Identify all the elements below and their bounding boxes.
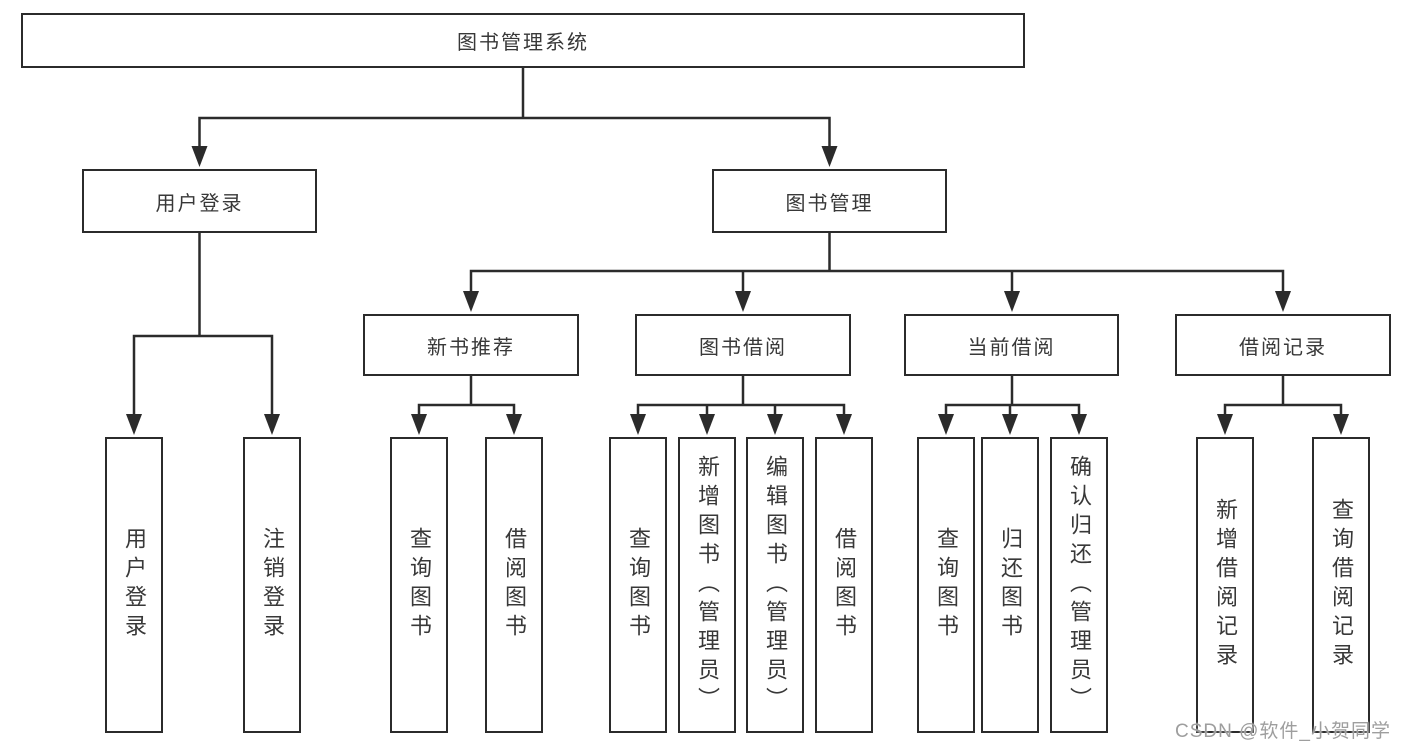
node-new-book-recommend: 新书推荐 [363, 314, 579, 376]
node-book-borrowing: 图书借阅 [635, 314, 851, 376]
leaf-user-login: 用户登录 [105, 437, 163, 733]
node-current-borrowing-label: 当前借阅 [967, 336, 1056, 359]
leaf-borrow-borrow-books-label: 借阅图书 [832, 527, 857, 643]
leaf-record-add-borrow-record-label: 新增借阅记录 [1213, 498, 1238, 672]
leaf-current-confirm-return-admin: 确认归还（管理员） [1050, 437, 1108, 733]
leaf-recommend-borrow-books: 借阅图书 [485, 437, 543, 733]
node-root-system-label: 图书管理系统 [457, 32, 589, 54]
leaf-record-add-borrow-record: 新增借阅记录 [1196, 437, 1254, 733]
leaf-record-query-borrow-record: 查询借阅记录 [1312, 437, 1370, 733]
node-book-borrowing-label: 图书借阅 [699, 336, 787, 359]
node-root-system: 图书管理系统 [21, 13, 1025, 68]
node-new-book-recommend-label: 新书推荐 [427, 336, 515, 359]
node-borrowing-records-label: 借阅记录 [1239, 336, 1327, 359]
leaf-logout: 注销登录 [243, 437, 301, 733]
leaf-recommend-query-books-label: 查询图书 [407, 527, 432, 643]
leaf-logout-label: 注销登录 [260, 527, 285, 643]
leaf-record-query-borrow-record-label: 查询借阅记录 [1329, 498, 1354, 672]
leaf-recommend-query-books: 查询图书 [390, 437, 448, 733]
leaf-borrow-edit-books-admin: 编辑图书（管理员） [746, 437, 804, 733]
leaf-borrow-edit-books-admin-label: 编辑图书（管理员） [763, 454, 788, 716]
node-book-management: 图书管理 [712, 169, 947, 233]
leaf-borrow-add-books-admin-label: 新增图书（管理员） [695, 454, 720, 716]
leaf-borrow-add-books-admin: 新增图书（管理员） [678, 437, 736, 733]
node-user-login-label: 用户登录 [155, 192, 244, 215]
leaf-current-query-books: 查询图书 [917, 437, 975, 733]
leaf-borrow-borrow-books: 借阅图书 [815, 437, 873, 733]
leaf-current-return-books-label: 归还图书 [998, 527, 1023, 643]
leaf-borrow-query-books-label: 查询图书 [626, 527, 651, 643]
leaf-current-confirm-return-admin-label: 确认归还（管理员） [1067, 454, 1092, 716]
node-current-borrowing: 当前借阅 [904, 314, 1119, 376]
node-book-management-label: 图书管理 [785, 192, 874, 215]
leaf-recommend-borrow-books-label: 借阅图书 [502, 527, 527, 643]
node-user-login: 用户登录 [82, 169, 317, 233]
leaf-current-return-books: 归还图书 [981, 437, 1039, 733]
csdn-watermark: CSDN @软件_小贺同学 [1175, 721, 1391, 742]
leaf-borrow-query-books: 查询图书 [609, 437, 667, 733]
leaf-user-login-label: 用户登录 [122, 527, 147, 643]
node-borrowing-records: 借阅记录 [1175, 314, 1391, 376]
leaf-current-query-books-label: 查询图书 [934, 527, 959, 643]
